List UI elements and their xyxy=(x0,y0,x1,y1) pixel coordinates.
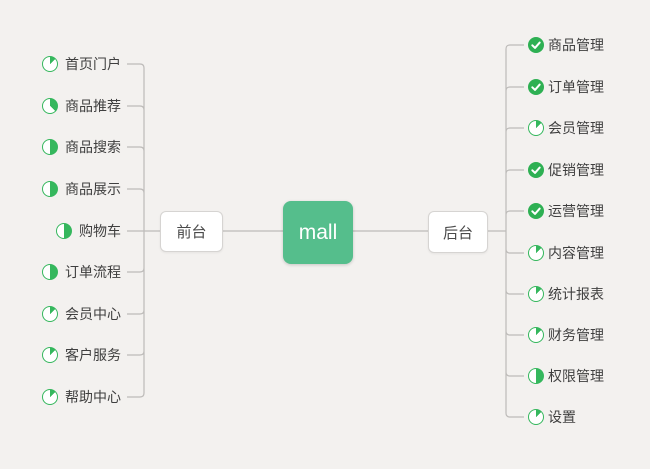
topic-member-mgmt[interactable]: 会员管理 xyxy=(528,118,604,138)
progress-pie-icon xyxy=(528,409,544,425)
topic-label: 订单管理 xyxy=(548,79,604,95)
right-branch-connector xyxy=(505,44,524,418)
topic-label: 帮助中心 xyxy=(65,389,121,405)
topic-product-search[interactable]: 商品搜索 xyxy=(42,137,121,157)
topic-label: 商品管理 xyxy=(548,37,604,53)
topic-label: 财务管理 xyxy=(548,327,604,343)
topic-label: 购物车 xyxy=(79,223,121,239)
topic-customer-service[interactable]: 客户服务 xyxy=(42,345,121,365)
topic-product-display[interactable]: 商品展示 xyxy=(42,179,121,199)
root-topic-mall[interactable]: mall xyxy=(283,201,353,264)
progress-pie-icon xyxy=(528,120,544,136)
check-icon xyxy=(528,37,544,53)
topic-label: 商品展示 xyxy=(65,181,121,197)
branch-topic-frontend[interactable]: 前台 xyxy=(160,211,223,252)
topic-member-center[interactable]: 会员中心 xyxy=(42,304,121,324)
branch-topic-label: 后台 xyxy=(442,224,473,242)
progress-pie-icon xyxy=(42,181,58,197)
topic-label: 首页门户 xyxy=(65,56,121,72)
check-icon xyxy=(528,203,544,219)
topic-label: 内容管理 xyxy=(548,245,604,261)
topic-order-flow[interactable]: 订单流程 xyxy=(42,262,121,282)
topic-label: 设置 xyxy=(548,409,576,425)
check-icon xyxy=(528,79,544,95)
progress-pie-icon xyxy=(528,327,544,343)
topic-label: 运营管理 xyxy=(548,203,604,219)
topic-permission-mgmt[interactable]: 权限管理 xyxy=(528,366,604,386)
progress-pie-icon xyxy=(528,286,544,302)
check-icon xyxy=(528,162,544,178)
topic-operation-mgmt[interactable]: 运营管理 xyxy=(528,201,604,221)
topic-help-center[interactable]: 帮助中心 xyxy=(42,387,121,407)
progress-pie-icon xyxy=(528,245,544,261)
topic-finance-mgmt[interactable]: 财务管理 xyxy=(528,325,604,345)
progress-pie-icon xyxy=(42,347,58,363)
progress-pie-icon xyxy=(42,98,58,114)
topic-label: 商品推荐 xyxy=(65,98,121,114)
topic-order-mgmt[interactable]: 订单管理 xyxy=(528,77,604,97)
progress-pie-icon xyxy=(56,223,72,239)
topic-product-recommend[interactable]: 商品推荐 xyxy=(42,96,121,116)
topic-settings[interactable]: 设置 xyxy=(528,407,576,427)
left-branch-connector xyxy=(127,63,160,398)
topic-label: 促销管理 xyxy=(548,162,604,178)
topic-label: 订单流程 xyxy=(65,264,121,280)
topic-cart[interactable]: 购物车 xyxy=(56,221,121,241)
progress-pie-icon xyxy=(42,139,58,155)
topic-content-mgmt[interactable]: 内容管理 xyxy=(528,243,604,263)
topic-promotion-mgmt[interactable]: 促销管理 xyxy=(528,160,604,180)
root-topic-label: mall xyxy=(298,220,338,244)
topic-label: 权限管理 xyxy=(548,368,604,384)
progress-pie-icon xyxy=(42,264,58,280)
branch-topic-label: 前台 xyxy=(176,224,207,241)
topic-product-mgmt[interactable]: 商品管理 xyxy=(528,35,604,55)
topic-label: 会员管理 xyxy=(548,120,604,136)
topic-label: 客户服务 xyxy=(65,347,121,363)
progress-pie-icon xyxy=(528,368,544,384)
progress-pie-icon xyxy=(42,306,58,322)
topic-label: 商品搜索 xyxy=(65,139,121,155)
topic-stats-report[interactable]: 统计报表 xyxy=(528,284,604,304)
topic-label: 会员中心 xyxy=(65,306,121,322)
topic-label: 统计报表 xyxy=(548,286,604,302)
progress-pie-icon xyxy=(42,56,58,72)
progress-pie-icon xyxy=(42,389,58,405)
branch-topic-backend[interactable]: 后台 xyxy=(428,211,488,253)
topic-home-portal[interactable]: 首页门户 xyxy=(42,54,121,74)
